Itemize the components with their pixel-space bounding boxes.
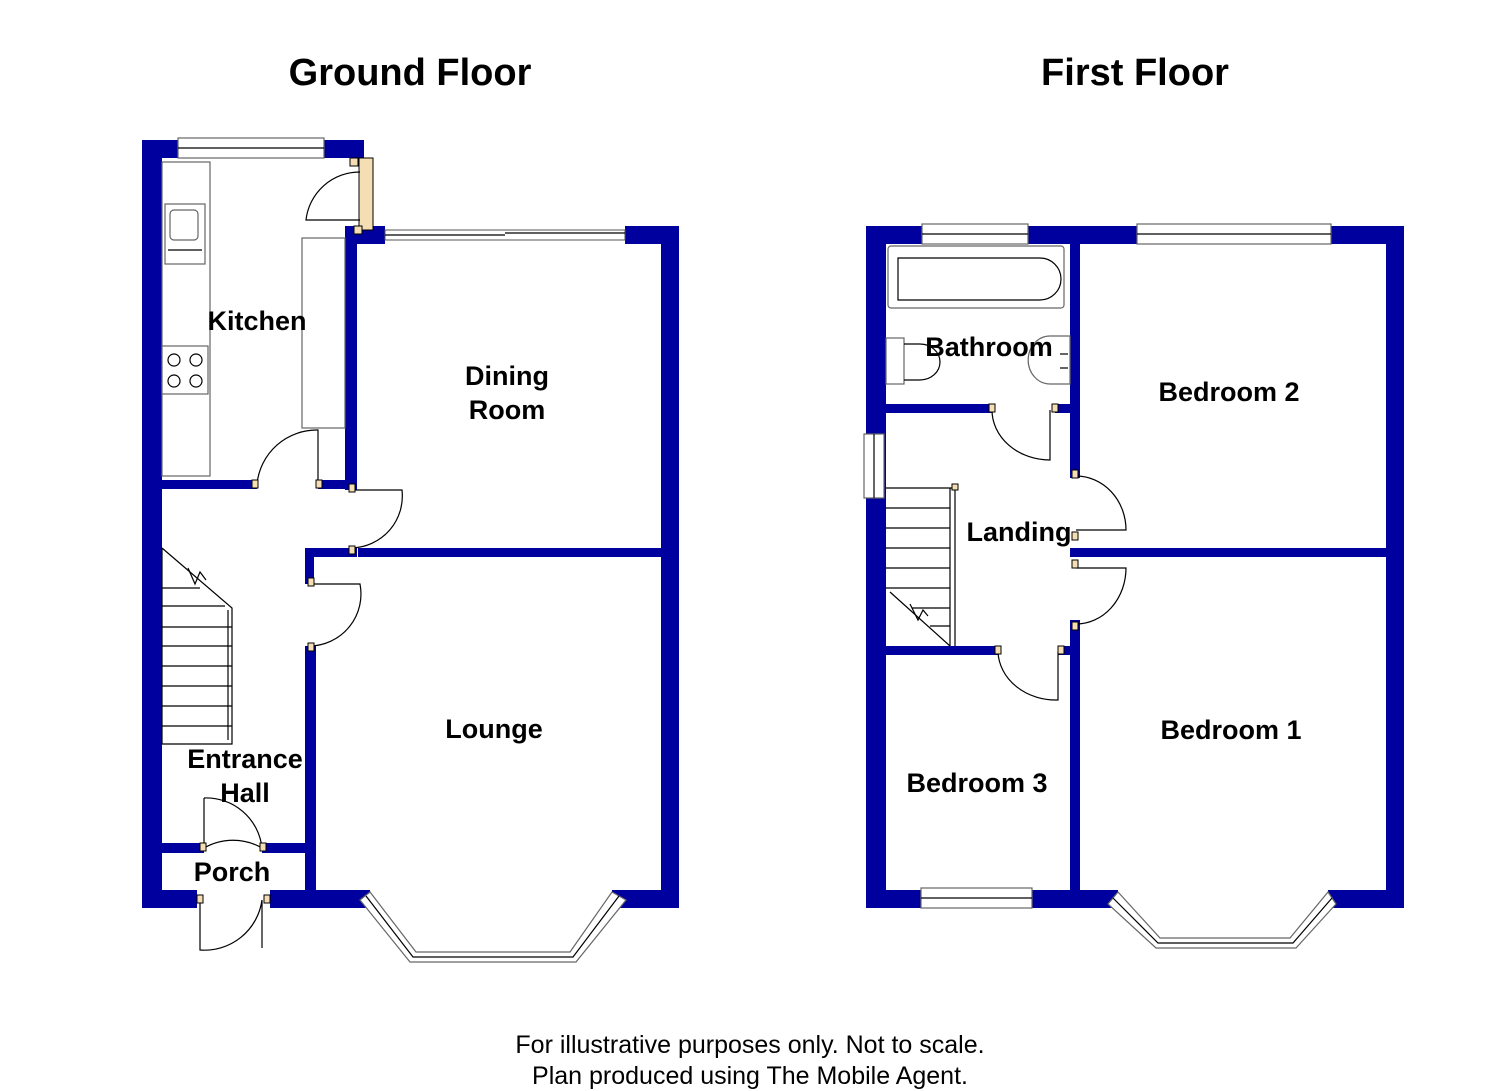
ff-bed3-north-wall-left	[886, 646, 998, 655]
gf-back-door-frame	[358, 157, 374, 231]
gf-lounge-door-swing	[309, 583, 362, 647]
ff-bathroom-landing-wall-right	[1055, 404, 1080, 413]
gf-east-wall	[661, 226, 679, 908]
room-label-porch: Porch	[194, 857, 271, 887]
ground-floor-plan: Kitchen Dining Room Lounge Entrance Hall…	[142, 137, 679, 963]
room-label-entrance-line2: Hall	[220, 778, 270, 808]
toilet-icon	[885, 337, 941, 385]
gf-front-door-swing	[199, 899, 263, 951]
room-label-bedroom3: Bedroom 3	[906, 768, 1047, 798]
room-label-bathroom: Bathroom	[925, 332, 1053, 362]
room-label-bedroom1: Bedroom 1	[1160, 715, 1301, 745]
gf-south-wall-porch-left	[142, 890, 197, 908]
gf-door-jambs	[196, 157, 363, 904]
disclaimer-line-2: Plan produced using The Mobile Agent.	[532, 1062, 968, 1090]
ff-bathroom-door-swing	[991, 409, 1051, 461]
ff-south-wall-left	[866, 890, 921, 908]
ff-bed3-north-wall-right	[1058, 646, 1080, 655]
ff-bed2-bed1-wall	[1070, 548, 1386, 557]
basin-icon	[1027, 335, 1071, 385]
gf-porch-wall-left	[162, 843, 204, 853]
first-floor-plan: Bathroom Bedroom 2 Landing Bedroom 1 Bed…	[863, 223, 1404, 949]
room-label-dining-line2: Room	[469, 395, 546, 425]
first-floor-title: First Floor	[1041, 52, 1229, 94]
room-label-landing: Landing	[967, 517, 1072, 547]
gf-south-wall-right	[612, 890, 679, 908]
ff-door-jambs	[951, 403, 1079, 655]
gf-kitchen-units-right	[301, 237, 346, 429]
gf-kitchen-door-swing	[256, 429, 319, 485]
gf-south-wall-mid	[270, 890, 370, 908]
ff-west-wall	[866, 226, 886, 908]
ff-bed1-bay-window	[1107, 890, 1337, 949]
gf-kitchen-hall-wall-right	[318, 480, 357, 489]
gf-porch-wall-right	[262, 843, 308, 853]
ff-bed2-door-swing	[1075, 475, 1127, 531]
gf-dining-door-swing	[350, 489, 403, 549]
gf-dining-lounge-wall-left	[305, 548, 357, 557]
disclaimer-line-1: For illustrative purposes only. Not to s…	[515, 1031, 985, 1059]
room-label-entrance-line1: Entrance	[187, 744, 303, 774]
gf-hall-door-swing	[203, 839, 263, 849]
gf-hall-lounge-wall	[305, 646, 316, 908]
gf-hall-lounge-wall-top	[305, 548, 314, 584]
ff-bathroom-bed2-wall	[1070, 244, 1080, 408]
ff-bed1-door-swing	[1075, 567, 1127, 625]
ff-bathroom-landing-wall-left	[886, 404, 992, 413]
ff-staircase	[886, 487, 956, 647]
gf-dining-lounge-wall	[358, 548, 661, 557]
ff-bed1-west-wall	[1070, 620, 1080, 908]
room-label-lounge: Lounge	[445, 714, 542, 744]
gf-back-door-swing	[305, 171, 361, 221]
ff-bed3-door-swing	[997, 651, 1059, 701]
gf-west-wall	[142, 140, 162, 908]
gf-kitchen-hall-wall-left	[162, 480, 257, 489]
ff-landing-bed2-wall	[1070, 404, 1080, 478]
ff-east-wall	[1386, 226, 1404, 908]
gf-staircase	[161, 547, 233, 745]
room-label-dining-line1: Dining	[465, 361, 549, 391]
gf-lounge-bay-window	[359, 891, 627, 963]
room-label-bedroom2: Bedroom 2	[1158, 377, 1299, 407]
room-label-kitchen: Kitchen	[207, 306, 306, 336]
gf-kitchen-dining-wall	[345, 226, 357, 490]
ground-floor-title: Ground Floor	[288, 52, 532, 94]
ff-south-wall-right	[1328, 890, 1404, 908]
bath-icon	[887, 245, 1065, 309]
hob-icon	[161, 345, 209, 395]
